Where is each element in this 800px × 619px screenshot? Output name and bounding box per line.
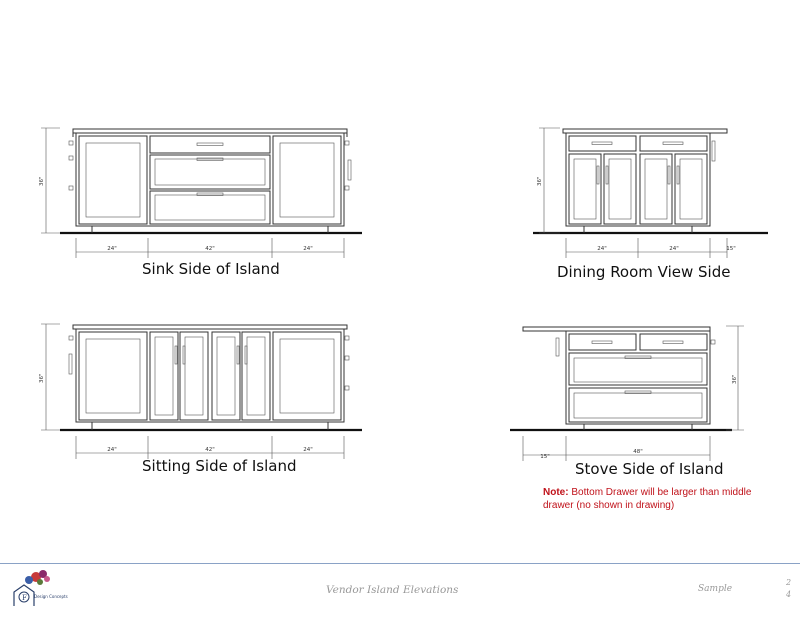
sitting-width-2: 42": [205, 447, 215, 453]
sink-top-drawer: [149, 135, 271, 154]
footer-page-total: 4: [786, 590, 792, 599]
title-block: Vendor Island Elevations Sample 2 4: [0, 563, 800, 619]
footer-status: Sample: [698, 584, 733, 594]
sink-width-2: 42": [205, 246, 215, 252]
stove-width-1: 15": [540, 454, 550, 460]
sitting-side-elevation: 36" 24" 42" 24": [39, 323, 362, 459]
sink-side-elevation: 36" 24" 42" 24": [39, 127, 362, 258]
stove-height-label: 36": [732, 374, 738, 384]
dining-width-1: 24": [597, 246, 607, 252]
dining-width-3: 15": [726, 246, 736, 252]
logo-text: Design Concepts: [34, 594, 68, 599]
dining-title: Dining Room View Side: [557, 263, 731, 281]
footer-page-number: 2: [786, 578, 792, 587]
sitting-title: Sitting Side of Island: [142, 457, 297, 475]
sink-width-1: 24": [107, 246, 117, 252]
stove-title: Stove Side of Island: [575, 460, 724, 478]
sink-height-label: 36": [39, 176, 45, 186]
note-text: Bottom Drawer will be larger than middle…: [543, 487, 752, 511]
stove-side-elevation: 36" 15" 48": [510, 325, 744, 461]
dining-width-2: 24": [669, 246, 679, 252]
company-logo: F Design Concepts: [13, 570, 68, 606]
sink-title: Sink Side of Island: [142, 260, 280, 278]
sitting-width-3: 24": [303, 447, 313, 453]
sitting-width-1: 24": [107, 447, 117, 453]
dining-height-label: 36": [537, 176, 543, 186]
note-label: Note:: [543, 487, 569, 498]
drawing-note: Note: Bottom Drawer will be larger than …: [543, 486, 783, 512]
svg-text:F: F: [22, 594, 27, 602]
footer-title: Vendor Island Elevations: [326, 584, 459, 596]
sink-width-3: 24": [303, 246, 313, 252]
sitting-height-label: 36": [39, 373, 45, 383]
dining-side-elevation: 36" 24" 24" 15": [533, 127, 768, 258]
stove-width-2: 48": [633, 449, 643, 455]
